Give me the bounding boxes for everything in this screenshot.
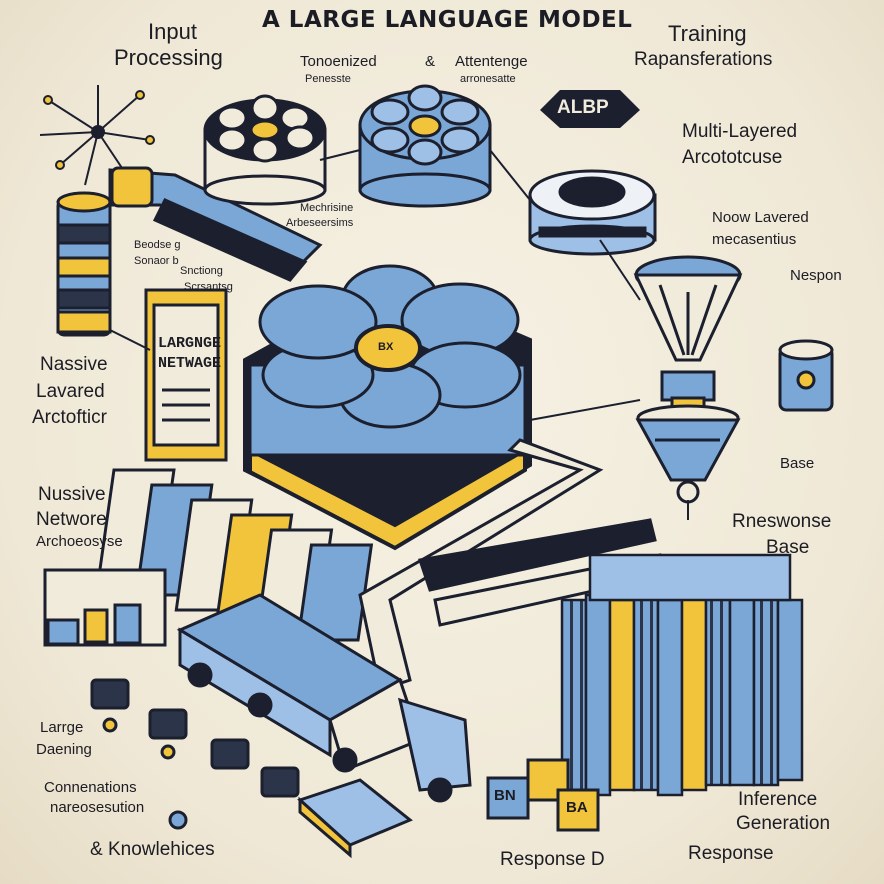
- knowledge-book-stacks: [560, 553, 804, 797]
- label-multi-layered: Multi-Layered: [682, 121, 798, 142]
- label-response-base: Rneswonse: [732, 511, 832, 532]
- label-response-base-2: Base: [766, 537, 810, 558]
- core-chip-label: BX: [378, 341, 394, 353]
- attention-flower-drum: [358, 84, 492, 208]
- label-nassive-3: Arctofticr: [32, 407, 107, 428]
- network-node-icon: [39, 85, 155, 186]
- label-now-layered: Noow Lavered: [712, 209, 809, 226]
- data-truck-left: [43, 568, 167, 647]
- label-mechanisms-sub: Arbeseersims: [286, 217, 354, 229]
- label-small-base: Base: [780, 455, 815, 472]
- funnel-icon: [633, 255, 743, 414]
- label-now-layered-sub: mecasentius: [712, 231, 797, 248]
- label-nussive: Nussive: [38, 484, 106, 505]
- panel-label-1: LARGNGE: [158, 335, 222, 352]
- label-small-left-4: Scrsantsg: [184, 281, 233, 293]
- label-small-left-1: Beodse g: [134, 239, 181, 251]
- connector-wires: [109, 149, 689, 520]
- label-large-2: Daening: [36, 741, 92, 758]
- label-inference: Inference: [738, 789, 818, 810]
- attention-disk: [528, 169, 657, 256]
- tokenizer-flower-drum: [203, 94, 327, 206]
- response-bucket: [778, 339, 834, 412]
- response-cubes: [486, 758, 600, 832]
- label-training: Training: [668, 21, 747, 46]
- cargo-platform: [168, 778, 413, 859]
- albp-label: ALBP: [557, 97, 609, 118]
- label-mechanisms: Mechrisine: [300, 202, 354, 214]
- cube-label-b: BA: [566, 799, 588, 816]
- label-response-final: Response: [688, 843, 774, 864]
- core-model-block: [243, 264, 532, 551]
- label-connections-2: nareosesution: [50, 799, 145, 816]
- panel-label-2: NETWAGE: [158, 355, 222, 372]
- label-attention: Attentenge: [455, 53, 528, 70]
- label-training-sub: Rapansferations: [634, 49, 773, 70]
- label-knowledge: & Knowlehices: [90, 839, 215, 860]
- input-pipe: [108, 166, 323, 282]
- label-nassive: Nassive: [40, 354, 108, 375]
- label-generation: Generation: [736, 813, 831, 834]
- label-nassive-2: Lavared: [36, 381, 105, 402]
- label-nussive-3: Archoeosyse: [36, 533, 123, 550]
- label-response-d: Response D: [500, 849, 605, 870]
- data-cylinder-left: [56, 191, 112, 337]
- label-processing: Processing: [114, 45, 223, 70]
- response-spool: [635, 404, 741, 504]
- data-blocks-bottom-left: [90, 678, 300, 798]
- data-truck-main: [176, 593, 472, 803]
- diagram-title: A LARGE LANGUAGE MODEL: [262, 7, 633, 33]
- label-small-left-3: Snctiong: [180, 265, 223, 277]
- label-multi-layered-sub: Arcototcuse: [682, 147, 783, 168]
- label-ampersand: &: [425, 53, 436, 70]
- cube-label-a: BN: [494, 787, 516, 804]
- network-panel: [144, 288, 228, 462]
- label-attention-sub: arronesatte: [460, 73, 516, 85]
- label-connections: Connenations: [44, 779, 137, 796]
- label-tokenized-sub: Penesste: [305, 73, 351, 85]
- label-small-left-2: Sonaor b: [134, 255, 179, 267]
- albp-badge: [540, 90, 640, 128]
- label-tokenized: Tonoenized: [300, 53, 377, 70]
- label-large: Larrge: [40, 719, 84, 736]
- label-input: Input: [148, 19, 197, 44]
- label-nussive-2: Networe: [36, 509, 107, 530]
- label-nespon: Nespon: [790, 267, 842, 284]
